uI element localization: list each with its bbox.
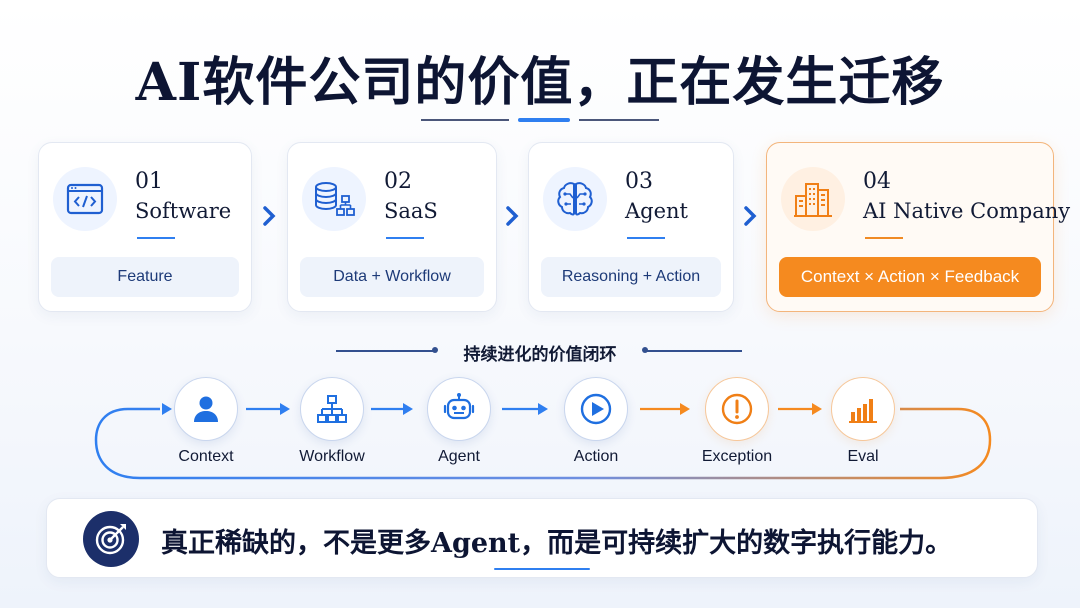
title-divider-left <box>421 119 509 121</box>
stage-card-agent: 03 Agent Reasoning + Action <box>528 142 734 312</box>
stage-underline <box>137 237 175 239</box>
loop-node-label: Context <box>178 448 234 465</box>
database-flow-icon <box>302 167 366 231</box>
stage-underline <box>865 237 903 239</box>
loop-node-label: Agent <box>438 448 480 465</box>
loop-node-label: Eval <box>847 448 879 465</box>
loop-node-label: Action <box>573 448 619 465</box>
stage-card-saas: 02 SaaS Data + Workflow <box>287 142 497 312</box>
loop-node-agent <box>427 377 491 441</box>
loop-node-action <box>564 377 628 441</box>
stage-underline <box>386 237 424 239</box>
stage-number: 01 <box>135 169 163 194</box>
target-icon <box>83 511 139 567</box>
chevron-right-icon <box>263 206 276 226</box>
loop-node-context <box>174 377 238 441</box>
loop-node-label: Workflow <box>299 448 365 465</box>
stage-name: Software <box>135 199 232 223</box>
person-icon <box>194 396 218 422</box>
stage-pill: Context × Action × Feedback <box>779 257 1041 297</box>
building-icon <box>781 167 845 231</box>
conclusion-underline <box>494 568 590 570</box>
title-divider-right <box>579 119 659 121</box>
chevron-right-icon <box>744 206 757 226</box>
code-window-icon <box>53 167 117 231</box>
stage-pill: Data + Workflow <box>300 257 484 297</box>
stage-name: Agent <box>625 199 688 223</box>
stage-number: 03 <box>625 169 653 194</box>
brain-icon <box>543 167 607 231</box>
conclusion-banner: 真正稀缺的，不是更多Agent，而是可持续扩大的数字执行能力。 <box>46 498 1038 578</box>
bar-chart-icon <box>849 399 877 423</box>
stage-name: AI Native Company <box>863 199 1071 223</box>
loop-title-rule-left <box>336 350 436 352</box>
stage-underline <box>627 237 665 239</box>
stage-card-ai-native-company: 04 AI Native Company Context × Action × … <box>766 142 1070 312</box>
stage-number: 04 <box>863 169 891 194</box>
stage-pill: Feature <box>51 257 239 297</box>
robot-icon <box>443 393 475 420</box>
loop-node-label: Exception <box>701 448 773 465</box>
loop-title-rule-right <box>646 350 742 352</box>
chevron-right-icon <box>506 206 519 226</box>
play-icon <box>580 393 612 425</box>
workflow-icon <box>317 395 347 423</box>
loop-title-dot-left <box>432 347 438 353</box>
stage-card-software: 01 Software Feature <box>38 142 252 312</box>
loop-title-dot-right <box>642 347 648 353</box>
stage-pill: Reasoning + Action <box>541 257 721 297</box>
page-title: AI软件公司的价值，正在发生迁移 <box>135 52 945 113</box>
stage-number: 02 <box>384 169 412 194</box>
loop-node-workflow <box>300 377 364 441</box>
alert-icon <box>721 393 753 425</box>
loop-node-eval <box>831 377 895 441</box>
loop-node-exception <box>705 377 769 441</box>
stage-name: SaaS <box>384 199 438 223</box>
loop-title: 持续进化的价值闭环 <box>463 345 617 364</box>
title-divider-accent <box>518 118 570 122</box>
conclusion-text: 真正稀缺的，不是更多Agent，而是可持续扩大的数字执行能力。 <box>161 528 953 559</box>
